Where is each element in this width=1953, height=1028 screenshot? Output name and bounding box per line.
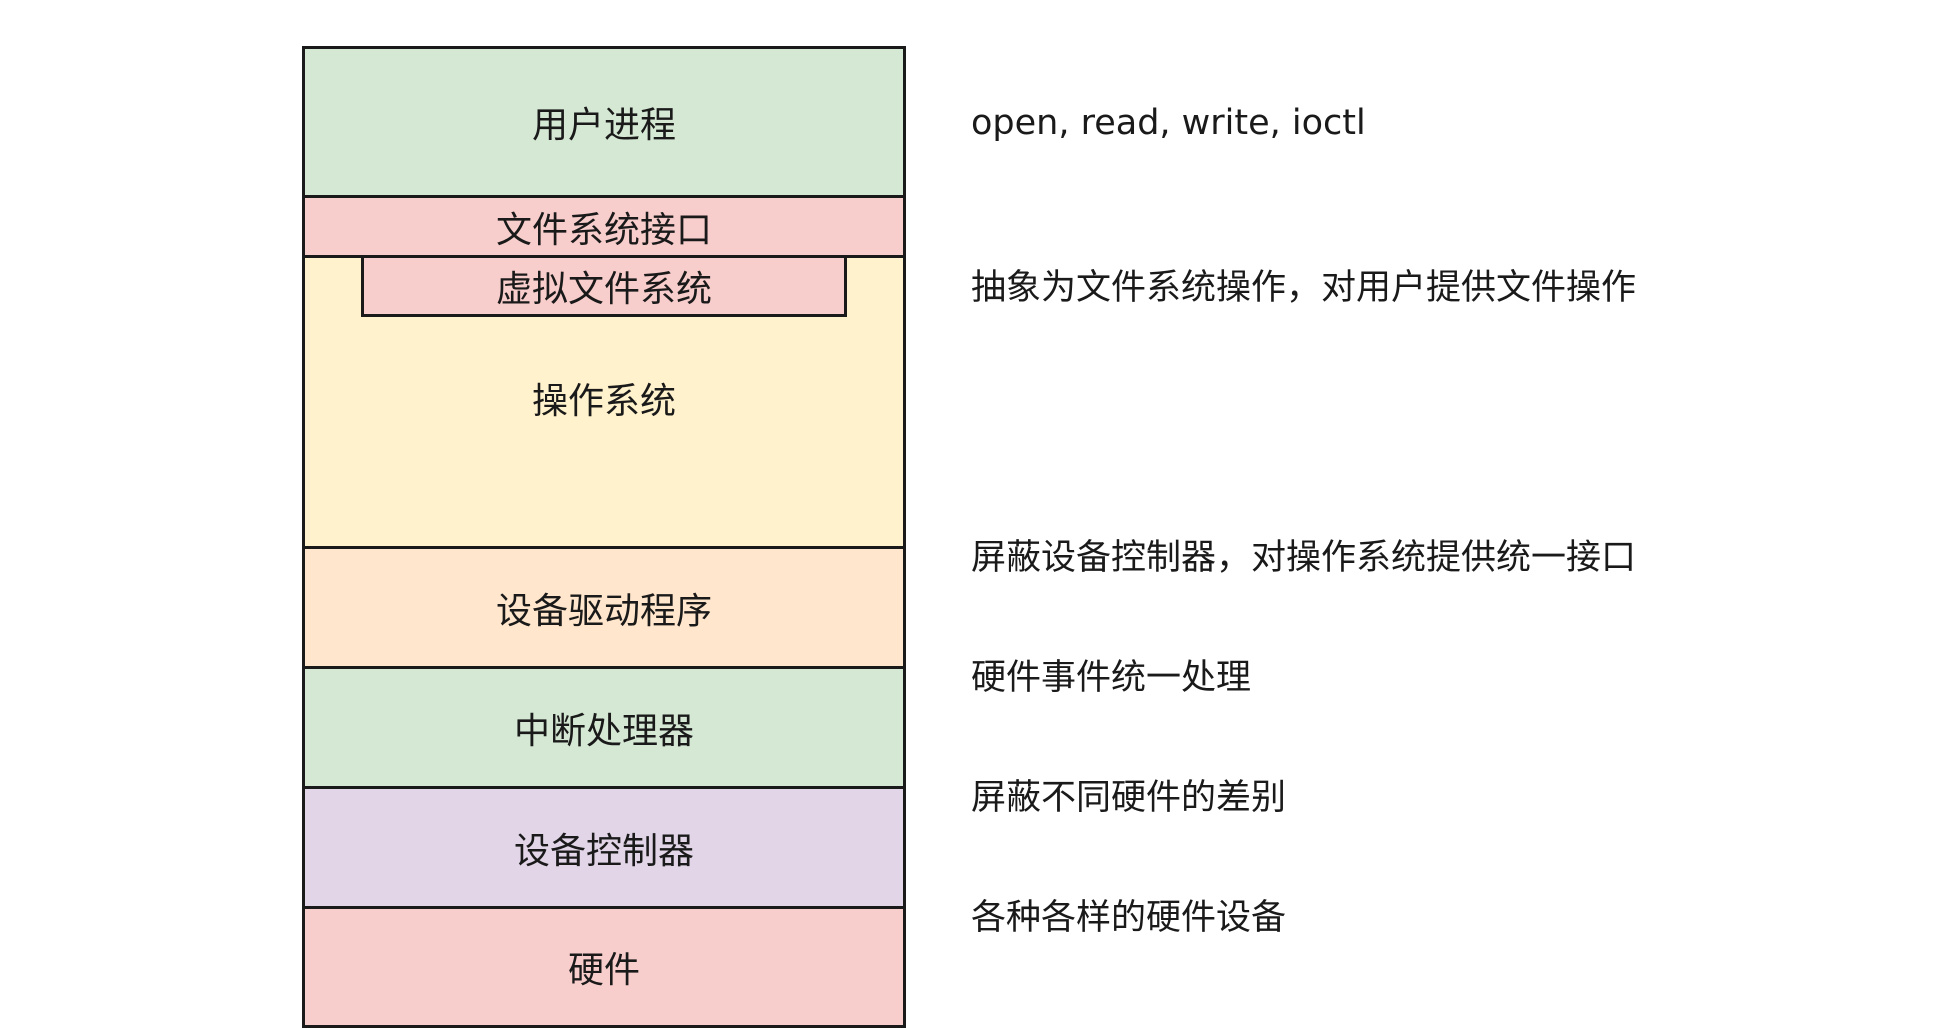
layer-vfs-label: 虚拟文件系统 (495, 269, 712, 310)
layer-hardware: 硬件 (302, 906, 906, 1028)
desc-user-process: open, read, write, ioctl (971, 103, 1366, 143)
layer-device-controller: 设备控制器 (302, 786, 906, 909)
layer-hardware-label: 硬件 (567, 950, 640, 991)
layer-vfs: 虚拟文件系统 (361, 255, 847, 317)
layer-fs-interface-label: 文件系统接口 (495, 209, 712, 251)
desc-device-controller: 屏蔽不同硬件的差别 (971, 778, 1287, 818)
layer-device-controller-label: 设备控制器 (513, 830, 694, 872)
layer-user-process: 用户进程 (302, 46, 906, 198)
layer-device-driver-label: 设备驱动程序 (495, 590, 712, 632)
layer-device-driver: 设备驱动程序 (302, 546, 906, 669)
desc-device-driver: 屏蔽设备控制器，对操作系统提供统一接口 (971, 538, 1637, 578)
desc-vfs: 抽象为文件系统操作，对用户提供文件操作 (971, 268, 1637, 308)
layer-fs-interface: 文件系统接口 (302, 195, 906, 258)
layer-stack: 用户进程 文件系统接口 操作系统 虚拟文件系统 设备驱动程序 中断处理器 设备控… (302, 46, 906, 1028)
layer-interrupt-handler-label: 中断处理器 (513, 710, 694, 752)
desc-interrupt-handler: 硬件事件统一处理 (971, 658, 1252, 698)
layer-interrupt-handler: 中断处理器 (302, 666, 906, 789)
desc-hardware: 各种各样的硬件设备 (971, 898, 1287, 938)
layer-os-label: 操作系统 (531, 381, 676, 422)
layer-user-process-label: 用户进程 (531, 105, 676, 146)
